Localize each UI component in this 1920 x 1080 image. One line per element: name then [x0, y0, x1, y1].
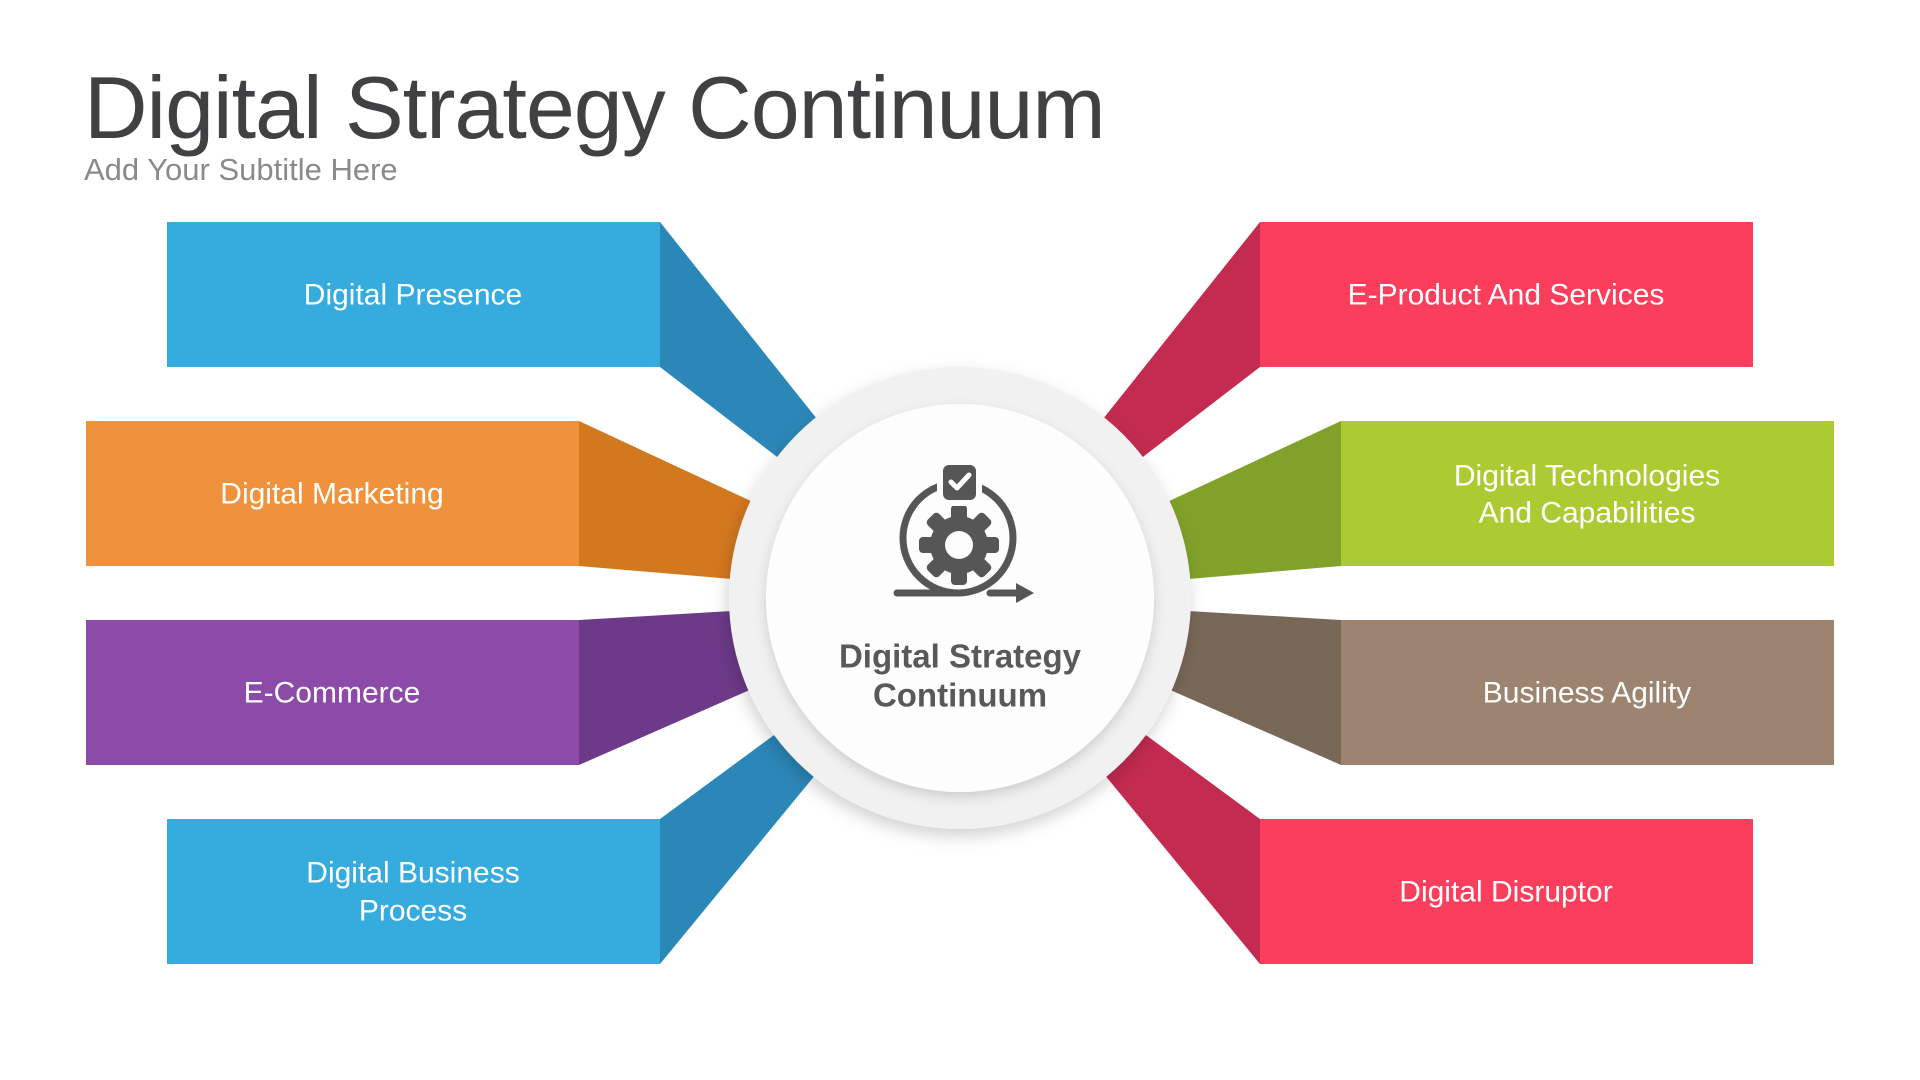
- gear-icon: [919, 505, 999, 585]
- banner-rect: [1260, 819, 1753, 964]
- banner-digital-marketing: Digital Marketing: [86, 421, 884, 592]
- banner-label: E-Commerce: [244, 677, 421, 710]
- hub-inner-circle: [766, 404, 1154, 792]
- center-hub: Digital Strategy Continuum: [729, 367, 1191, 829]
- banner-rect: [1341, 620, 1834, 765]
- banner-label: Process: [359, 895, 467, 928]
- banner-label: Digital Disruptor: [1399, 876, 1612, 909]
- banner-rect: [167, 819, 660, 964]
- banner-label: E-Product And Services: [1348, 279, 1665, 312]
- page-subtitle: Add Your Subtitle Here: [84, 152, 398, 187]
- banner-label: Digital Marketing: [220, 478, 443, 511]
- banner-rect: [86, 421, 579, 566]
- arrow-head-icon: [1016, 583, 1034, 603]
- banner-label: Digital Presence: [304, 279, 522, 312]
- hub-title-line1: Digital Strategy: [839, 638, 1082, 675]
- page-title: Digital Strategy Continuum: [84, 58, 1106, 157]
- agile-process-icon: [893, 459, 1034, 603]
- banner-rect: [86, 620, 579, 765]
- banner-label: Digital Technologies: [1454, 460, 1720, 493]
- banner-rect: [1260, 222, 1753, 367]
- banner-rect: [1341, 421, 1834, 566]
- checkmark-icon: [948, 472, 972, 491]
- banner-rect: [167, 222, 660, 367]
- banner-label: And Capabilities: [1479, 497, 1696, 530]
- banner-label: Business Agility: [1483, 677, 1691, 710]
- banner-label: Digital Business: [306, 857, 519, 890]
- hub-title-line2: Continuum: [873, 677, 1047, 714]
